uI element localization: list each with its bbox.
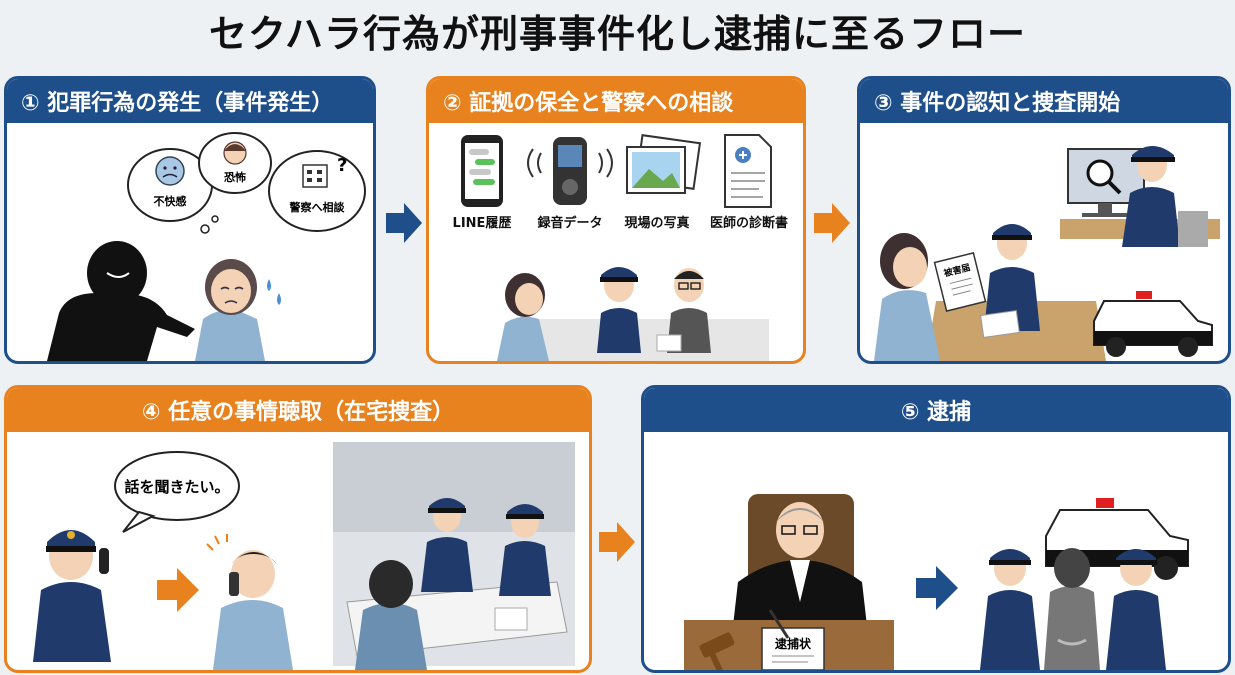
step-1-header: ① 犯罪行為の発生（事件発生） [7, 79, 373, 123]
discomfort-bubble: 不快感 [127, 148, 213, 222]
evidence-photos-label: 現場の写真 [624, 215, 689, 231]
fear-bubble: 恐怖 [198, 132, 272, 194]
voice-recorder-icon [527, 137, 613, 205]
officer-at-computer [1122, 146, 1208, 247]
consultation-scene [497, 267, 769, 361]
step-2-illustration: LINE履歴 録音データ 現場の写真 [453, 134, 788, 361]
medical-certificate-icon [724, 134, 772, 208]
step-4-illustration: 話を聞きたい。 [33, 442, 575, 670]
woman-reporting [874, 233, 940, 361]
arrow-step1-to-step2 [386, 203, 422, 243]
step-4-panel: ④ 任意の事情聴取（在宅捜査） 話を聞きたい。 [4, 385, 592, 673]
police-car [1093, 291, 1213, 357]
photos-icon [626, 134, 702, 194]
judge-signing-warrant: 逮捕状 [684, 494, 894, 670]
step-5-header: ⑤ 逮捕 [644, 388, 1228, 432]
officer-speech-bubble: 話を聞きたい。 [114, 451, 240, 533]
arrest-warrant-label: 逮捕状 [775, 636, 812, 651]
bubble-consult-label: 警察へ相談 [289, 200, 346, 214]
arrow-step4-to-step5 [599, 522, 635, 562]
speech-text: 話を聞きたい。 [124, 478, 229, 496]
step-3-panel: ③ 事件の認知と捜査開始 [857, 76, 1231, 364]
evidence-line-label: LINE履歴 [453, 216, 512, 231]
consult-bubble: ? 警察へ相談 [268, 150, 366, 232]
arrow-step2-to-step3 [814, 203, 850, 243]
bubble-fear-label: 恐怖 [224, 170, 246, 184]
step-3-illustration: 被害届 [874, 146, 1220, 361]
page-title: セクハラ行為が刑事事件化し逮捕に至るフロー [208, 12, 1027, 56]
step-2-header: ② 証拠の保全と警察への相談 [429, 79, 803, 123]
step-2-panel: ② 証拠の保全と警察への相談 LINE履歴 録音データ [426, 76, 806, 364]
officer-on-phone [33, 530, 111, 662]
step-1-illustration: 不快感 恐怖 ? 警察へ相談 [47, 132, 366, 361]
svg-text:?: ? [337, 155, 347, 176]
arrest-arrow [916, 566, 958, 610]
step-5-panel: ⑤ 逮捕 逮捕状 [641, 385, 1231, 673]
evidence-diagnosis-label: 医師の診断書 [710, 215, 788, 231]
bubble-discomfort-label: 不快感 [154, 194, 187, 208]
damage-report-document: 被害届 [933, 251, 987, 313]
victim-woman [195, 259, 281, 361]
step-3-header: ③ 事件の認知と捜査開始 [860, 79, 1228, 123]
step-4-header: ④ 任意の事情聴取（在宅捜査） [7, 388, 589, 432]
perpetrator-silhouette [47, 241, 195, 361]
phone-icon [461, 135, 503, 207]
man-receiving-call [206, 534, 293, 670]
step-1-panel: ① 犯罪行為の発生（事件発生） 不快感 恐怖 ? [4, 76, 376, 364]
evidence-recording-label: 録音データ [537, 215, 602, 231]
interrogation-room [333, 442, 575, 670]
call-arrow [157, 568, 199, 612]
officers-arresting-suspect [980, 548, 1166, 670]
step-5-illustration: 逮捕状 [684, 494, 1189, 670]
